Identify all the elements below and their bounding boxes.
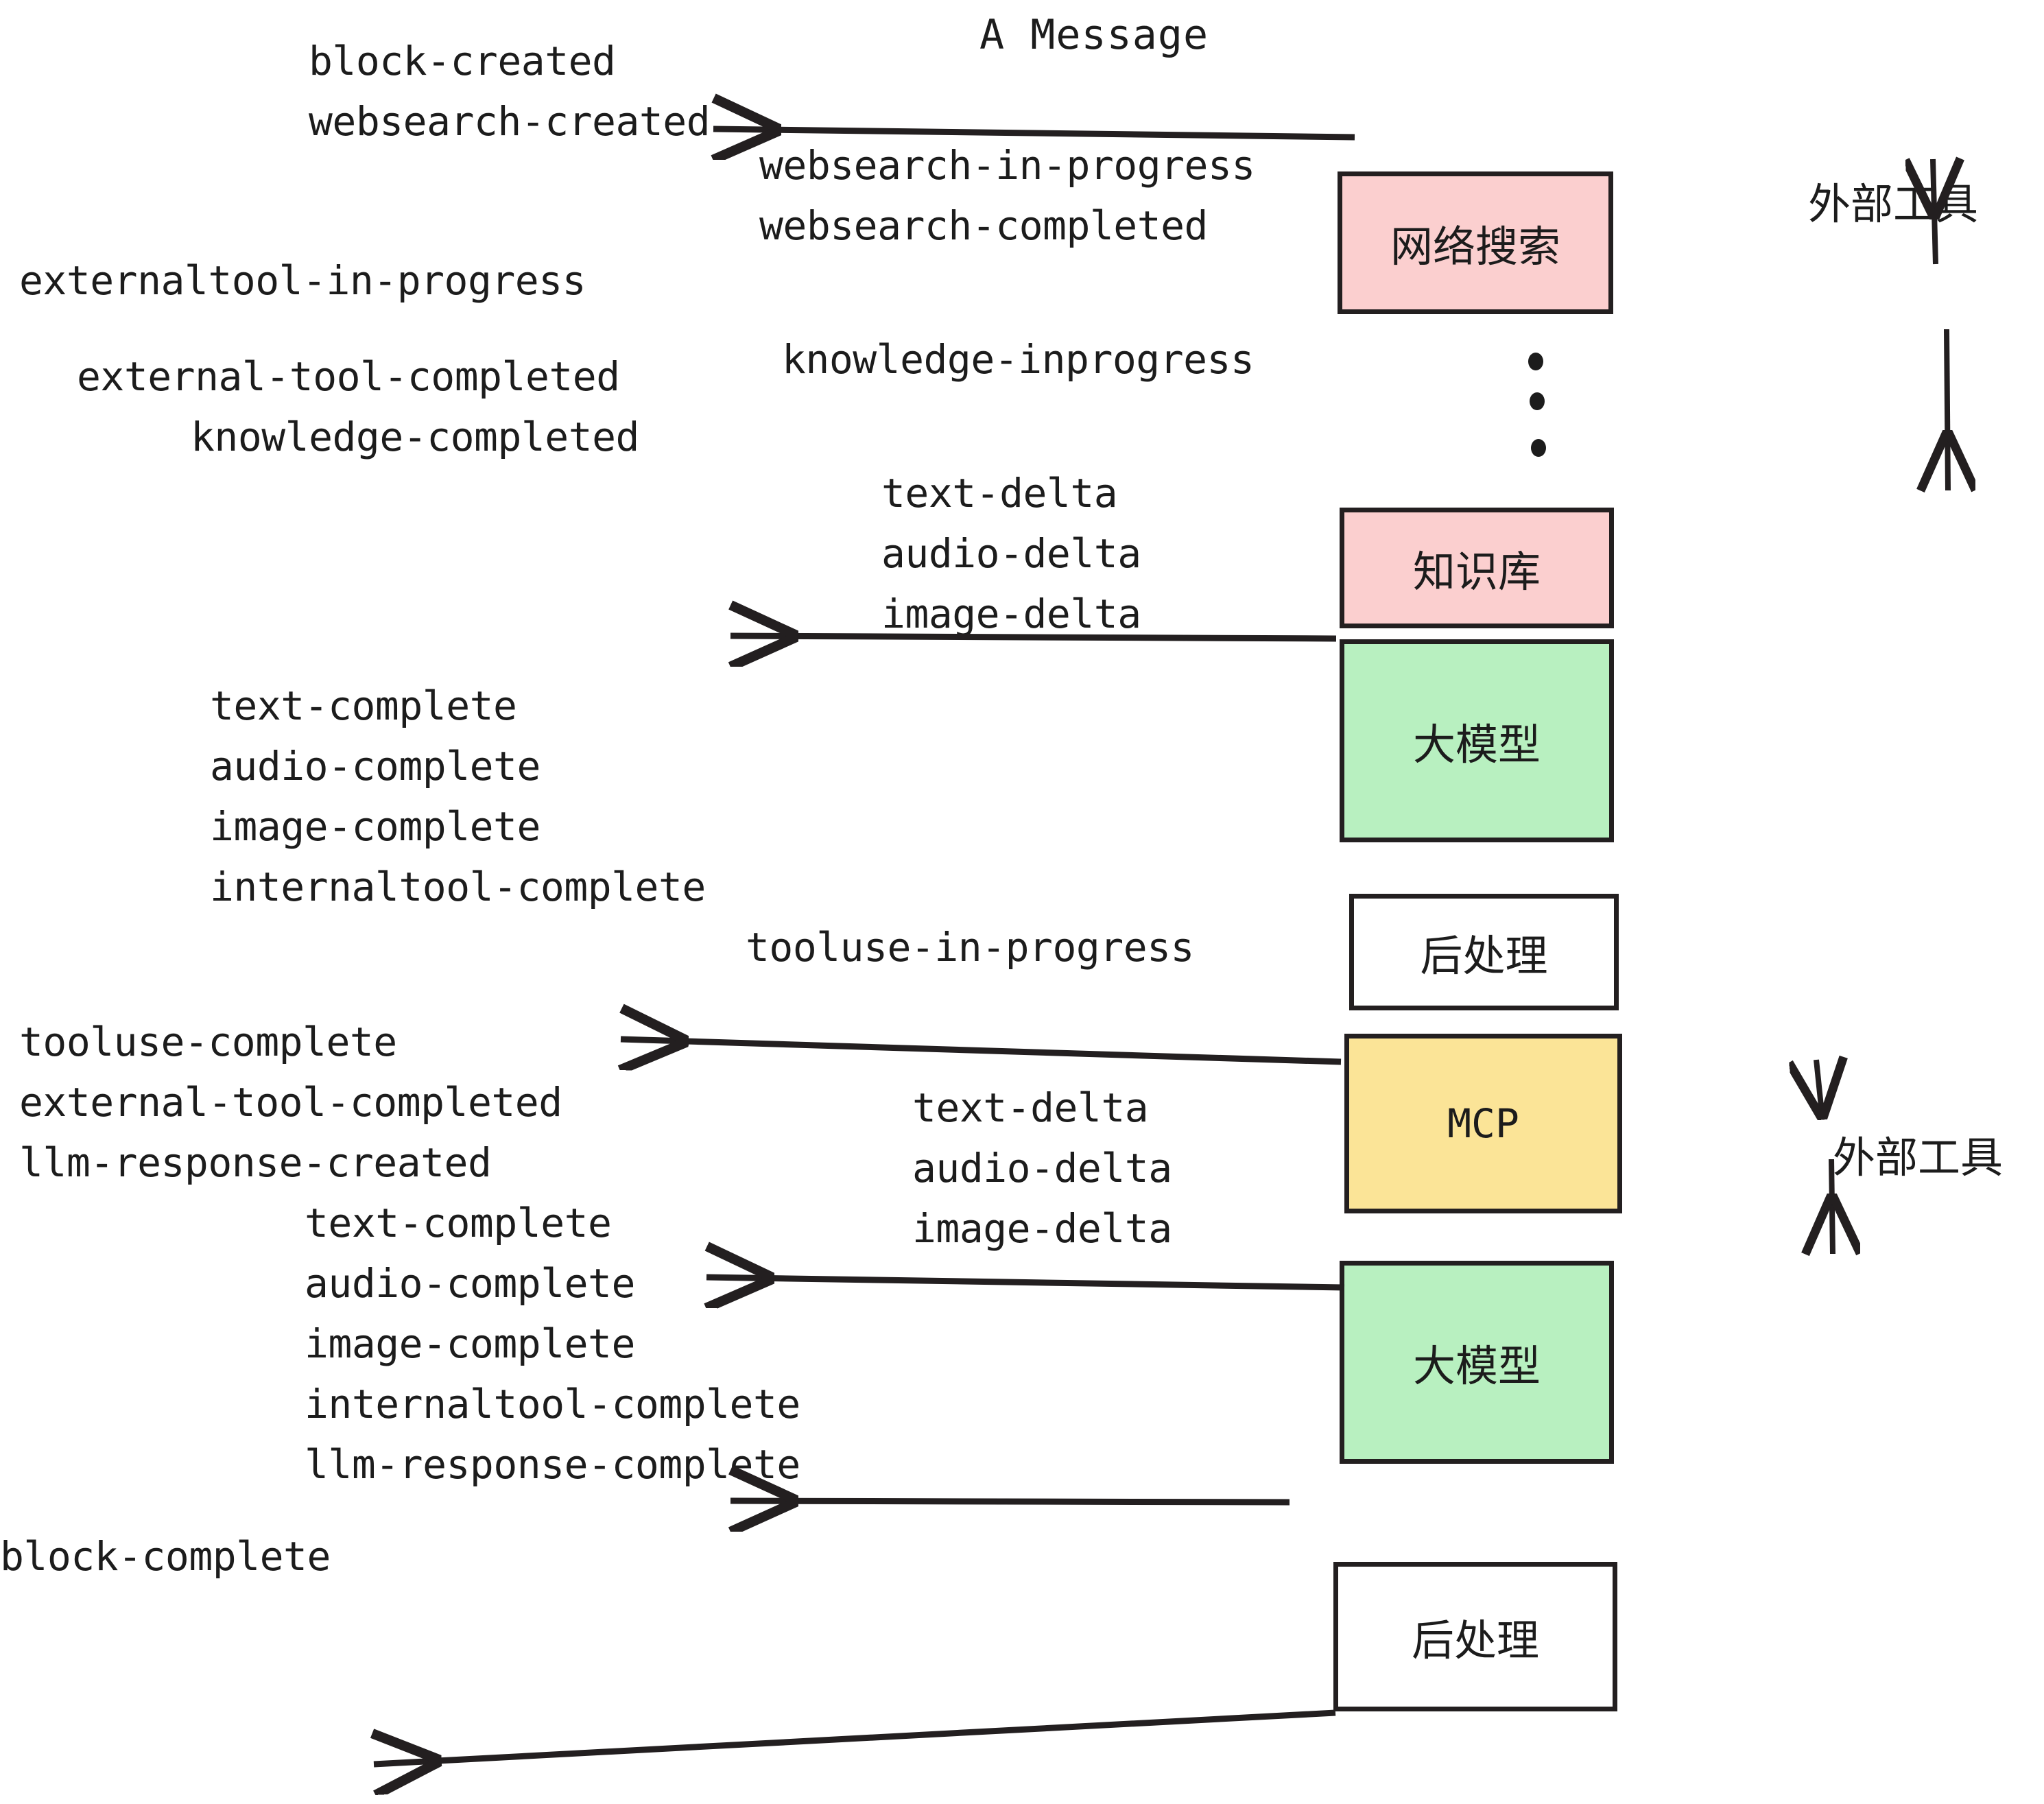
event-label: internaltool-complete bbox=[305, 1381, 800, 1427]
event-label: image-delta bbox=[881, 591, 1141, 637]
event-label: audio-complete bbox=[305, 1260, 635, 1307]
event-label: websearch-in-progress bbox=[759, 142, 1255, 189]
arrow-llm2-to-audio-complete bbox=[730, 1501, 1290, 1502]
event-label: llm-response-complete bbox=[305, 1441, 800, 1488]
event-label: knowledge-inprogress bbox=[782, 336, 1255, 383]
node-box[interactable]: 后处理 bbox=[1349, 894, 1619, 1010]
node-box[interactable]: 大模型 bbox=[1340, 639, 1614, 842]
arrow-websearch-to-block bbox=[713, 129, 1355, 137]
node-box-label: 大模型 bbox=[1412, 720, 1541, 770]
event-label: image-complete bbox=[305, 1320, 635, 1367]
event-label: internaltool-complete bbox=[210, 864, 706, 910]
event-label: external-tool-completed bbox=[77, 353, 620, 400]
node-box-label: 网络搜索 bbox=[1390, 222, 1560, 272]
node-box[interactable]: 知识库 bbox=[1340, 508, 1614, 628]
event-label: text-delta bbox=[881, 470, 1118, 517]
event-label: knowledge-completed bbox=[191, 414, 639, 460]
node-box[interactable]: MCP bbox=[1344, 1034, 1622, 1213]
node-box[interactable]: 后处理 bbox=[1333, 1562, 1617, 1711]
event-label: text-complete bbox=[305, 1200, 612, 1246]
event-label: block-complete bbox=[0, 1533, 331, 1580]
event-label: audio-complete bbox=[210, 743, 540, 790]
event-label: tooluse-complete bbox=[19, 1019, 397, 1065]
arrow-external-tool-down-1 bbox=[1947, 329, 1948, 490]
event-label: audio-delta bbox=[881, 530, 1141, 577]
external-tool-lower-label: 外部工具 bbox=[1833, 1132, 2004, 1183]
event-label: text-complete bbox=[210, 683, 517, 729]
arrow-llm2-to-tooluse-complete bbox=[706, 1277, 1345, 1287]
node-box-label: MCP bbox=[1447, 1100, 1519, 1147]
event-label: externaltool-in-progress bbox=[19, 257, 586, 304]
ellipsis-dot bbox=[1531, 439, 1546, 457]
node-box-label: 知识库 bbox=[1412, 547, 1541, 597]
event-label: llm-response-created bbox=[19, 1139, 492, 1186]
event-label: audio-delta bbox=[912, 1145, 1172, 1191]
node-box-label: 大模型 bbox=[1412, 1341, 1541, 1391]
page-title: A Message bbox=[979, 11, 1209, 59]
external-tool-upper-label: 外部工具 bbox=[1808, 179, 1979, 229]
arrow-external-tool-up-2 bbox=[1816, 1060, 1822, 1119]
event-label: image-complete bbox=[210, 803, 540, 850]
event-label: tooluse-in-progress bbox=[746, 924, 1194, 971]
ellipsis-dot bbox=[1528, 353, 1543, 370]
node-box-label: 后处理 bbox=[1411, 1615, 1539, 1665]
event-label: external-tool-completed bbox=[19, 1079, 562, 1126]
node-box[interactable]: 大模型 bbox=[1340, 1261, 1614, 1464]
event-label: text-delta bbox=[912, 1084, 1149, 1131]
ellipsis-dot bbox=[1530, 392, 1545, 410]
arrow-mcp-to-image-complete bbox=[621, 1039, 1342, 1062]
node-box[interactable]: 网络搜索 bbox=[1338, 171, 1613, 314]
event-label: websearch-created bbox=[309, 98, 711, 145]
event-label: block-created bbox=[309, 38, 616, 84]
event-label: websearch-completed bbox=[759, 202, 1208, 249]
event-label: image-delta bbox=[912, 1205, 1172, 1252]
node-box-label: 后处理 bbox=[1420, 931, 1548, 981]
arrow-postprocess-to-block-complete bbox=[374, 1709, 1336, 1764]
